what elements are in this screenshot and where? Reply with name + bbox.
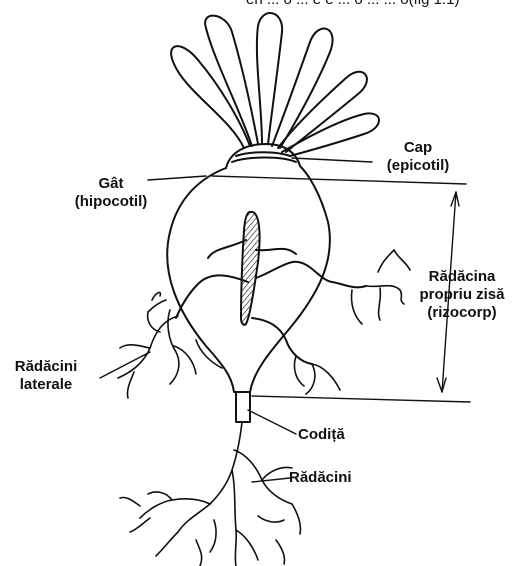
crown-bands bbox=[232, 152, 296, 162]
label-gat-line1: Gât bbox=[52, 175, 170, 193]
label-radacina-line1: Rădăcina bbox=[402, 268, 515, 286]
inner-root-right bbox=[256, 262, 366, 288]
label-radacina-line2: propriu zisă bbox=[402, 286, 515, 304]
hatched-core bbox=[241, 212, 260, 325]
inner-root-upper-left bbox=[208, 240, 246, 258]
lateral-roots bbox=[118, 250, 410, 398]
inner-root-lower bbox=[252, 318, 312, 364]
inner-root-upper-right bbox=[256, 249, 296, 254]
leaves bbox=[171, 13, 379, 156]
leaf-1 bbox=[171, 46, 250, 148]
leaf-3 bbox=[257, 13, 282, 144]
inner-root-left bbox=[176, 275, 248, 318]
label-laterale-line1: Rădăcini bbox=[0, 358, 92, 376]
label-cap-line1: Cap bbox=[370, 139, 466, 157]
tap-roots bbox=[120, 422, 301, 566]
label-gat: Gât (hipocotil) bbox=[52, 175, 170, 211]
label-radacina-line3: (rizocorp) bbox=[402, 304, 515, 322]
label-radacina-propriu-zisa: Rădăcina propriu zisă (rizocorp) bbox=[402, 268, 515, 322]
label-cap: Cap (epicotil) bbox=[370, 139, 466, 175]
label-codita: Codiță bbox=[298, 426, 345, 444]
label-radacini-laterale: Rădăcini laterale bbox=[0, 358, 92, 394]
leaf-5 bbox=[278, 72, 367, 152]
label-gat-line2: (hipocotil) bbox=[52, 193, 170, 211]
label-radacini: Rădăcini bbox=[289, 469, 352, 487]
label-laterale-line2: laterale bbox=[0, 376, 92, 394]
tail-segment bbox=[236, 392, 250, 422]
label-cap-line2: (epicotil) bbox=[370, 157, 466, 175]
